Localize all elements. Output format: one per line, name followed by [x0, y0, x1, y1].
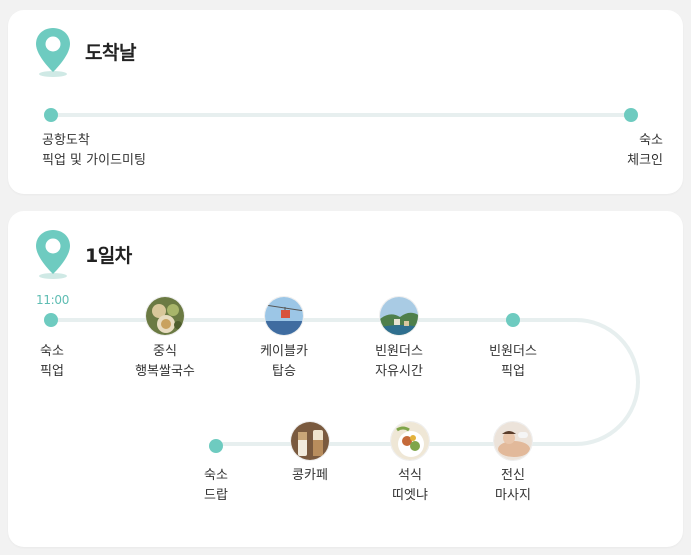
- stop-label-line1: 숙소: [40, 342, 64, 362]
- cable-car-photo-icon: [264, 296, 304, 336]
- timeline-dot: [624, 108, 638, 122]
- stop-vinwonders-free-time: 빈원더스 자유시간: [375, 342, 423, 382]
- massage-photo-icon: [493, 421, 533, 461]
- stop-label-line1: 전신: [495, 466, 531, 486]
- stop-label-line2: 자유시간: [375, 362, 423, 382]
- stop-label-line2: 픽업: [40, 362, 64, 382]
- timeline-dot: [506, 313, 520, 327]
- day1-card: 1일차 11:00: [8, 211, 683, 547]
- stop-vinwonders-pickup: 빈원더스 픽업: [489, 342, 537, 382]
- stop-label-line2: 드랍: [204, 486, 228, 506]
- location-pin-icon: [33, 26, 73, 78]
- stop-label-line1: 숙소: [627, 131, 663, 151]
- stop-dinner: 석식 띠엣냐: [392, 466, 428, 506]
- stop-label-line1: 공항도착: [42, 131, 146, 151]
- stop-label-line1: 석식: [392, 466, 428, 486]
- stop-hotel-pickup: 숙소 픽업: [40, 342, 64, 382]
- arrival-stop-airport: 공항도착 픽업 및 가이드미팅: [42, 131, 146, 171]
- stop-label-line1: 케이블카: [260, 342, 308, 362]
- stop-label-line2: 마사지: [495, 486, 531, 506]
- coffee-photo-icon: [290, 421, 330, 461]
- stop-label-line1: 빈원더스: [489, 342, 537, 362]
- stop-label-line1: 숙소: [204, 466, 228, 486]
- stop-label-line1: 중식: [135, 342, 195, 362]
- theme-park-photo-icon: [379, 296, 419, 336]
- stop-cable-car: 케이블카 탑승: [260, 342, 308, 382]
- arrival-title: 도착날: [85, 38, 136, 65]
- arrival-stop-checkin: 숙소 체크인: [627, 131, 663, 171]
- stop-label-line1: 빈원더스: [375, 342, 423, 362]
- stop-lunch: 중식 행복쌀국수: [135, 342, 195, 382]
- timeline-dot: [44, 313, 58, 327]
- stop-label-line2: 픽업: [489, 362, 537, 382]
- stop-label-line1: 콩카페: [292, 466, 328, 486]
- stop-label-line2: 행복쌀국수: [135, 362, 195, 382]
- stop-label-line2: 체크인: [627, 151, 663, 171]
- arrival-timeline-track: [51, 113, 631, 117]
- stop-label-line2: 픽업 및 가이드미팅: [42, 151, 146, 171]
- timeline-dot: [44, 108, 58, 122]
- timeline-dot: [209, 439, 223, 453]
- stop-hotel-dropoff: 숙소 드랍: [204, 466, 228, 506]
- day1-timeline-track: [8, 211, 683, 547]
- stop-full-body-massage: 전신 마사지: [495, 466, 531, 506]
- food-photo-icon: [145, 296, 185, 336]
- stop-label-line2: 띠엣냐: [392, 486, 428, 506]
- stop-label-line2: 탑승: [260, 362, 308, 382]
- arrival-day-card: 도착날 공항도착 픽업 및 가이드미팅 숙소 체크인: [8, 10, 683, 194]
- dinner-photo-icon: [390, 421, 430, 461]
- stop-cong-cafe: 콩카페: [292, 466, 328, 486]
